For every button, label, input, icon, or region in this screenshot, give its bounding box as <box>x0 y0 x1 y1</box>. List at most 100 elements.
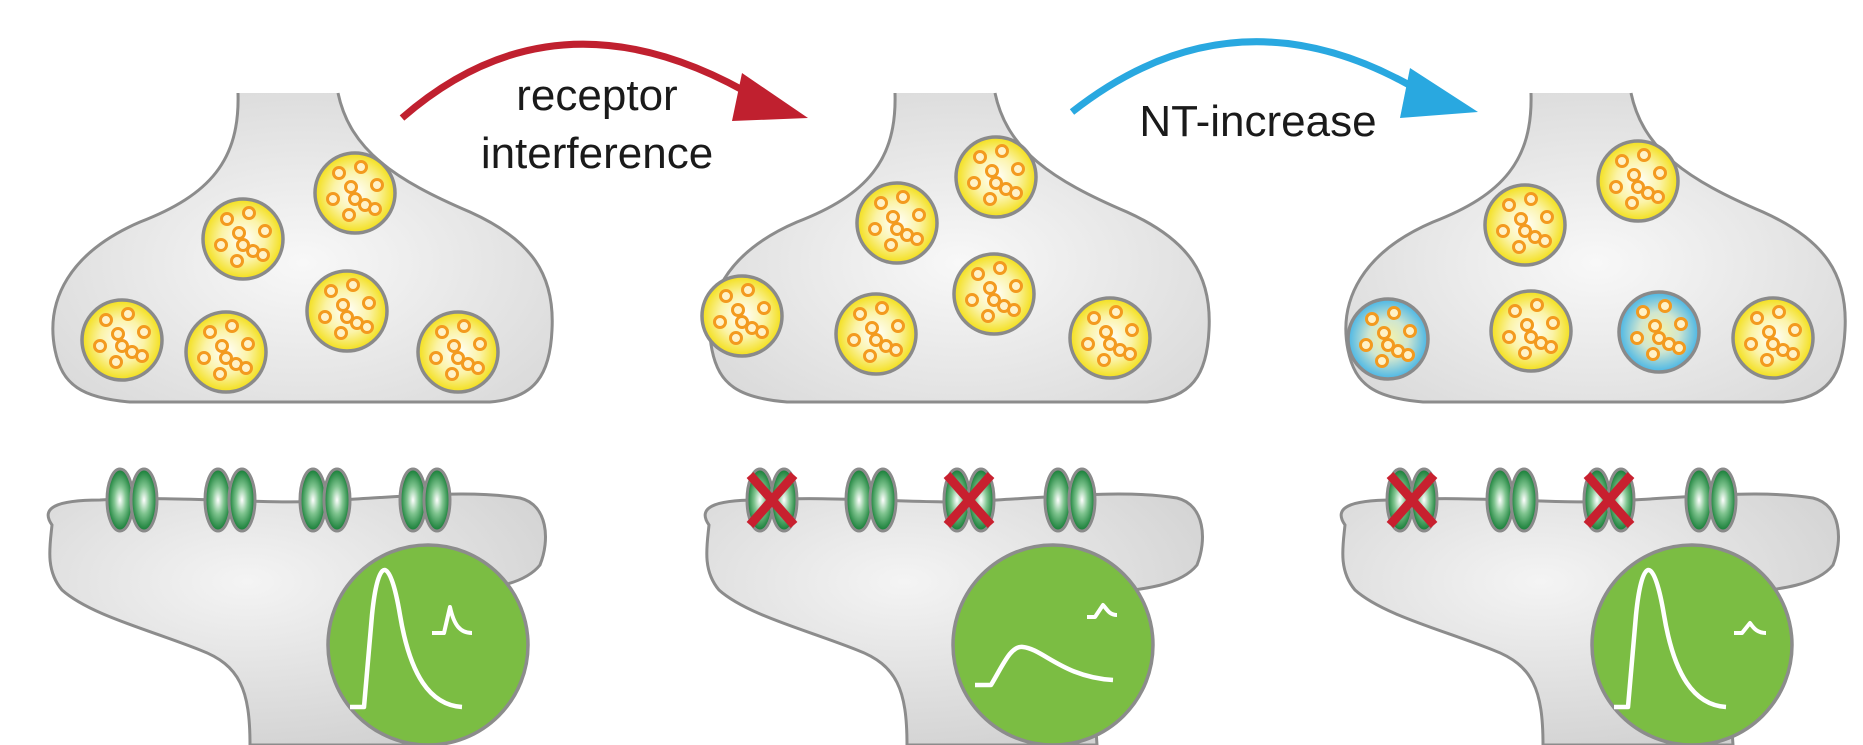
neurotransmitter-dot <box>1760 353 1774 367</box>
panel-nt-increase <box>1339 92 1847 745</box>
neurotransmitter-dot <box>1502 198 1516 212</box>
neurotransmitter-dot <box>1772 305 1786 319</box>
neurotransmitter-dot <box>348 192 362 206</box>
neurotransmitter-dot <box>1502 330 1516 344</box>
neurotransmitter-dot <box>1627 168 1641 182</box>
neurotransmitter-dot <box>1630 331 1644 345</box>
neurotransmitter-dot <box>1365 312 1379 326</box>
receptor <box>105 467 159 533</box>
neurotransmitter-dot <box>370 178 384 192</box>
receptor <box>1043 467 1097 533</box>
red-x-icon <box>943 472 995 528</box>
neurotransmitter-dot <box>989 176 1003 190</box>
neurotransmitter-dot <box>731 303 745 317</box>
neurotransmitter-dot <box>729 331 743 345</box>
neurotransmitter-dot <box>1750 311 1764 325</box>
neurotransmitter-dot <box>1512 240 1526 254</box>
neurotransmitter-dot <box>1631 180 1645 194</box>
arrow-receptor-interference <box>399 40 808 121</box>
neurotransmitter-dot <box>971 267 985 281</box>
neurotransmitter-dot <box>868 222 882 236</box>
neurotransmitter-dot <box>869 333 883 347</box>
neurotransmitter-dot <box>1097 353 1111 367</box>
panel-receptor-interference <box>700 92 1211 745</box>
arrow-nt-increase <box>1069 38 1478 118</box>
neurotransmitter-dot <box>324 284 338 298</box>
neurotransmitter-dot <box>1375 354 1389 368</box>
neurotransmitter-dot <box>1636 305 1650 319</box>
neurotransmitter-dot <box>886 210 900 224</box>
neurotransmitter-dot <box>197 351 211 365</box>
neurotransmitter-dot <box>1387 306 1401 320</box>
label-interference: interference <box>481 129 713 178</box>
neurotransmitter-dot <box>1658 299 1672 313</box>
label-nt-increase: NT-increase <box>1139 97 1376 146</box>
neurotransmitter-dot <box>203 325 217 339</box>
neurotransmitter-dot <box>1744 337 1758 351</box>
neurotransmitter-dot <box>1762 325 1776 339</box>
receptor <box>298 467 352 533</box>
neurotransmitter-dot <box>368 202 382 216</box>
neurotransmitter-dot <box>1381 338 1395 352</box>
neurotransmitter-dot <box>451 351 465 365</box>
vesicle <box>313 151 397 235</box>
epsc-trace <box>1614 567 1727 710</box>
red-x-icon <box>1583 472 1635 528</box>
neurotransmitter-dot <box>346 278 360 292</box>
vesicle <box>1596 139 1680 223</box>
neurotransmitter-dot <box>429 351 443 365</box>
neurotransmitter-dot <box>1403 324 1417 338</box>
neurotransmitter-dot <box>1007 303 1021 317</box>
neurotransmitter-dot <box>225 319 239 333</box>
neurotransmitter-dot <box>1538 234 1552 248</box>
neurotransmitter-dot <box>912 208 926 222</box>
neurotransmitter-dot <box>1514 212 1528 226</box>
synapse-panels <box>46 92 1847 745</box>
epsc-trace <box>350 567 463 710</box>
receptor-blocked <box>1385 467 1439 533</box>
neurotransmitter-dot <box>1625 196 1639 210</box>
neurotransmitter-dot <box>1766 337 1780 351</box>
neurotransmitter-dot <box>1125 323 1139 337</box>
neurotransmitter-dot <box>1123 347 1137 361</box>
neurotransmitter-dot <box>213 367 227 381</box>
neurotransmitter-dot <box>109 355 123 369</box>
neurotransmitter-dot <box>214 238 228 252</box>
vesicle <box>1731 296 1815 380</box>
neurotransmitter-dot <box>875 301 889 315</box>
neurotransmitter-dot <box>1540 210 1554 224</box>
neurotransmitter-dot <box>719 289 733 303</box>
neurotransmitter-dot <box>910 232 924 246</box>
neurotransmitter-dot <box>1496 224 1510 238</box>
neurotransmitter-dot <box>457 319 471 333</box>
neurotransmitter-dot <box>242 206 256 220</box>
neurotransmitter-dot <box>1609 180 1623 194</box>
epsc-trace-small <box>432 605 473 635</box>
neurotransmitter-dot <box>983 281 997 295</box>
neurotransmitter-dot <box>1544 340 1558 354</box>
vesicle <box>416 310 500 394</box>
neurotransmitter-dot <box>111 327 125 341</box>
receptor-blocked <box>745 467 799 533</box>
neurotransmitter-dot <box>1651 190 1665 204</box>
epsc-trace-small <box>1087 603 1118 619</box>
neurotransmitter-dot <box>318 310 332 324</box>
vesicle <box>952 252 1036 336</box>
arrowhead-icon <box>732 73 808 121</box>
neurotransmitter-dot <box>1788 323 1802 337</box>
vesicle <box>954 135 1038 219</box>
receptor-blocked <box>942 467 996 533</box>
neurotransmitter-dot <box>1615 154 1629 168</box>
neurotransmitter-dot <box>1648 319 1662 333</box>
neurotransmitter-dot <box>239 361 253 375</box>
neurotransmitter-dot <box>1087 311 1101 325</box>
vesicle <box>305 269 389 353</box>
neurotransmitter-dot <box>995 144 1009 158</box>
neurotransmitter-dot <box>135 349 149 363</box>
panel-control <box>46 92 554 745</box>
neurotransmitter-dot <box>847 333 861 347</box>
neurotransmitter-dot <box>1520 318 1534 332</box>
neurotransmitter-dot <box>445 367 459 381</box>
neurotransmitter-dot <box>1652 331 1666 345</box>
